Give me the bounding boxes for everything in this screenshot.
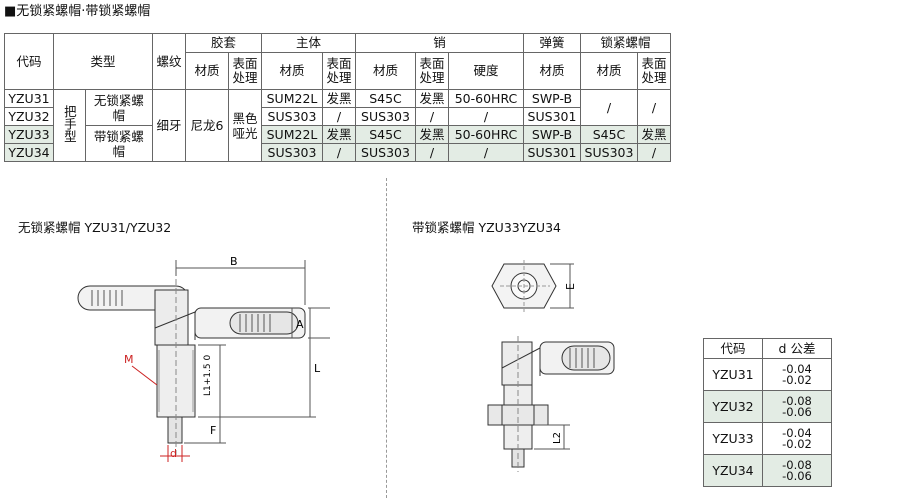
tol-code: YZU34 [703,454,763,487]
pin-hardness: / [448,107,524,126]
page-title: ■无锁紧螺帽·带锁紧螺帽 [4,4,151,19]
body-material: SUS303 [261,143,323,162]
sub-hardness: 硬度 [448,52,524,90]
tol-value: -0.04-0.02 [762,422,832,455]
dim-L1-label: L1+1.5 0 [203,355,213,396]
spring-material: SWP-B [523,125,581,144]
nut-surface: 发黑 [637,125,671,144]
type-with-nut: 带锁紧螺帽 [84,125,154,162]
pin-surface: 发黑 [415,125,449,144]
sub-surface: 表面处理 [322,52,356,90]
tol-header-code: 代码 [703,338,763,359]
dim-d-label: d [170,447,177,460]
nut-surface: / [637,143,671,162]
pin-hardness: / [448,143,524,162]
sub-surface: 表面处理 [228,52,262,90]
tol-header-d: d 公差 [762,338,832,359]
figure-right-title: 带锁紧螺帽 YZU33YZU34 [412,220,561,235]
sub-material: 材质 [523,52,581,90]
pin-hardness: 50-60HRC [448,89,524,108]
nut-material: / [580,89,638,126]
col-thread: 螺纹 [152,33,186,90]
nut-surface: / [637,89,671,126]
pin-surface: / [415,143,449,162]
plunger-drawing-right: E L2 [487,260,615,472]
code-cell: YZU31 [4,89,54,108]
pin-hardness: 50-60HRC [448,125,524,144]
spring-material: SUS301 [523,143,581,162]
body-material: SUM22L [261,89,323,108]
col-type: 类型 [53,33,153,90]
code-cell: YZU34 [4,143,54,162]
tol-value: -0.04-0.02 [762,358,832,391]
section-divider [386,178,387,498]
nut-material: SUS303 [580,143,638,162]
type-no-nut: 无锁紧螺帽 [84,89,154,126]
nut-material: S45C [580,125,638,144]
pin-material: S45C [355,125,416,144]
thread-cell: 细牙 [152,89,186,162]
col-body: 主体 [261,33,356,53]
tol-value: -0.08-0.06 [762,390,832,423]
body-material: SUS303 [261,107,323,126]
spring-material: SUS301 [523,107,581,126]
col-spring: 弹簧 [523,33,581,53]
dim-B-label: B [230,255,238,268]
tol-code: YZU32 [703,390,763,423]
tol-value: -0.08-0.06 [762,454,832,487]
sleeve-surface: 黑色哑光 [228,89,262,162]
tol-code: YZU31 [703,358,763,391]
sub-material: 材质 [261,52,323,90]
dim-L2-label: L2 [552,432,563,444]
col-code: 代码 [4,33,54,90]
sub-surface: 表面处理 [415,52,449,90]
pin-material: S45C [355,89,416,108]
tolerance-table: 代码 d 公差 YZU31 -0.04-0.02 YZU32 -0.08-0.0… [703,338,832,487]
dim-F-label: F [210,424,216,437]
sub-material: 材质 [580,52,638,90]
plunger-drawing-left: B A L M L1+1.5 0 F d [77,255,330,462]
spring-material: SWP-B [523,89,581,108]
body-surface: 发黑 [322,125,356,144]
dim-A-label: A [296,318,304,331]
pin-material: SUS303 [355,107,416,126]
dim-E-label: E [564,283,577,290]
body-surface: 发黑 [322,89,356,108]
col-sleeve: 胶套 [185,33,262,53]
tol-code: YZU33 [703,422,763,455]
sleeve-material: 尼龙6 [185,89,229,162]
col-nut: 锁紧螺帽 [580,33,671,53]
spec-table: 代码 类型 螺纹 胶套 主体 销 弹簧 锁紧螺帽 材质 表面处理 材质 表面处理… [4,33,671,162]
code-cell: YZU33 [4,125,54,144]
sub-material: 材质 [355,52,416,90]
col-pin: 销 [355,33,524,53]
type-main: 把手型 [53,89,86,162]
sub-surface: 表面处理 [637,52,671,90]
dim-M-label: M [124,353,134,366]
dim-L-label: L [314,362,321,375]
figure-left-title: 无锁紧螺帽 YZU31/YZU32 [18,220,172,235]
body-surface: / [322,107,356,126]
body-material: SUM22L [261,125,323,144]
code-cell: YZU32 [4,107,54,126]
pin-material: SUS303 [355,143,416,162]
pin-surface: / [415,107,449,126]
body-surface: / [322,143,356,162]
sub-material: 材质 [185,52,229,90]
pin-surface: 发黑 [415,89,449,108]
